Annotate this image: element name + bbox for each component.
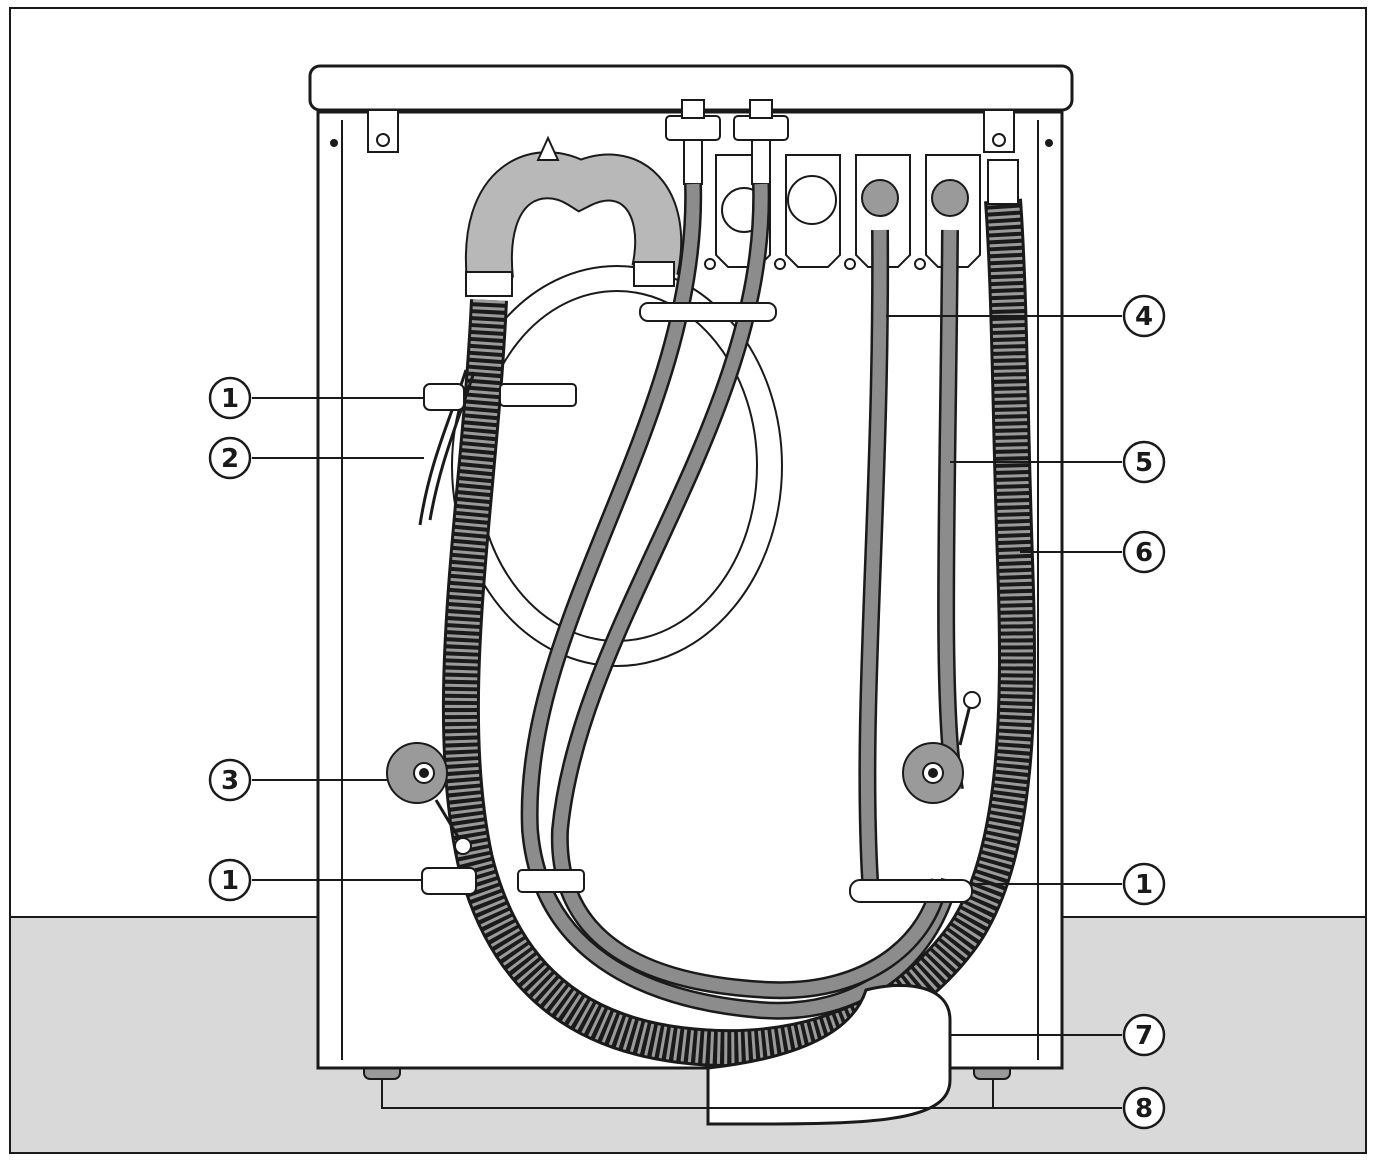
callout-label: 1	[221, 384, 239, 414]
hose-connectors-top	[665, 99, 789, 185]
callout-label: 1	[221, 866, 239, 896]
callout-1-lower-left: 1	[208, 858, 252, 902]
top-brackets	[367, 109, 1015, 153]
leader-lines	[252, 315, 1122, 1109]
callout-label: 5	[1135, 448, 1153, 478]
callout-label: 1	[1135, 870, 1153, 900]
callout-label: 4	[1135, 302, 1153, 332]
callout-3: 3	[208, 758, 252, 802]
callout-5: 5	[1122, 440, 1166, 484]
callout-2: 2	[208, 436, 252, 480]
inlet-hoses	[520, 183, 964, 1020]
drain-elbow-support	[706, 983, 952, 1126]
callout-4: 4	[1122, 294, 1166, 338]
callout-6: 6	[1122, 530, 1166, 574]
callout-label: 2	[221, 444, 239, 474]
hose-holder-upper-left	[423, 383, 577, 411]
callout-label: 7	[1135, 1021, 1153, 1051]
drain-hose-bend	[464, 135, 683, 297]
callout-1-lower-right: 1	[1122, 862, 1166, 906]
callout-8: 8	[1122, 1086, 1166, 1130]
transit-bolt-right	[902, 691, 981, 804]
callout-label: 8	[1135, 1094, 1153, 1124]
hose-holder-lower-right	[849, 879, 973, 903]
callout-1-upper-left: 1	[208, 376, 252, 420]
callout-7: 7	[1122, 1013, 1166, 1057]
hose-clip-top	[639, 302, 777, 322]
transit-bolt-left	[386, 742, 472, 855]
callout-label: 6	[1135, 538, 1153, 568]
callout-label: 3	[221, 766, 239, 796]
hose-holder-lower-left	[421, 867, 585, 895]
